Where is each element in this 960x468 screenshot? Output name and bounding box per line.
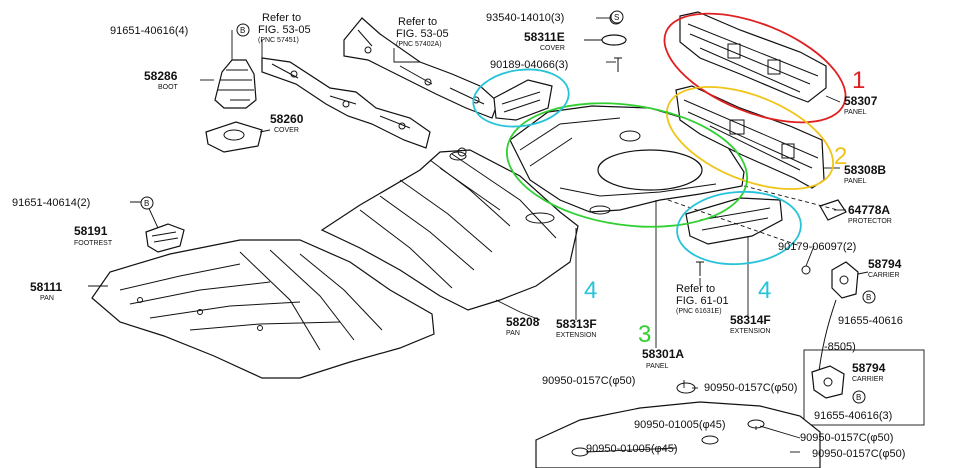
- annotation-circle-2: [666, 86, 834, 190]
- label-ref2-b: FIG. 53-05: [396, 28, 449, 40]
- part-labels: 91651-40616(4) 58286 BOOT 58260 COVER Re…: [12, 12, 905, 460]
- annotation-number-4b: 4: [758, 277, 771, 304]
- label-93540-14010: 93540-14010(3): [486, 12, 564, 24]
- badge-b-1: B: [240, 26, 245, 35]
- annotation-number-3: 3: [638, 321, 651, 348]
- label-90950-0157c-a: 90950-0157C(φ50): [542, 375, 635, 387]
- label-58301a-sub: PANEL: [646, 363, 669, 370]
- annotation-number-4a: 4: [584, 277, 597, 304]
- footrest-part: [145, 223, 185, 253]
- label-91651-40616: 91651-40616(4): [110, 25, 188, 37]
- label-91655-40616-a: 91655-40616: [838, 315, 903, 327]
- label-58313f-sub: EXTENSION: [556, 332, 596, 339]
- label-91655-40616-b: 91655-40616(3): [814, 410, 892, 422]
- label-58794-b: 58794: [852, 361, 886, 375]
- label-64778a: 64778A: [848, 203, 890, 217]
- label-58307: 58307: [844, 94, 878, 108]
- label-ref1-c: (PNC 57451): [258, 37, 299, 44]
- side-rail-left: [261, 57, 431, 149]
- label-ref2-c: (PNC 57402A): [396, 41, 442, 48]
- rear-floor-panel: [509, 105, 745, 224]
- badge-s-1: S: [614, 13, 619, 22]
- label-90950-0157c-b: 90950-0157C(φ50): [704, 382, 797, 394]
- rear-panel-58307: [679, 11, 827, 103]
- extension-left-part: [493, 79, 553, 121]
- label-58314f: 58314F: [730, 313, 771, 327]
- label-58308b: 58308B: [844, 163, 886, 177]
- center-floor-pan: [320, 149, 579, 311]
- label-58286-sub: BOOT: [158, 84, 179, 91]
- annotation-numbers: 1 2 3 4 4: [584, 67, 865, 348]
- label-58794-a-sub: CARRIER: [868, 272, 900, 279]
- label-range-tag: -8505): [824, 341, 856, 353]
- label-ref1-a: Refer to: [262, 12, 301, 24]
- annotation-circle-4b: [676, 190, 802, 266]
- label-58286: 58286: [144, 69, 178, 83]
- annotation-number-2: 2: [834, 143, 847, 170]
- annotation-circle-3: [505, 102, 749, 228]
- annotation-shapes: [472, 12, 847, 266]
- label-58208-sub: PAN: [506, 330, 520, 337]
- carrier-inset-part: [803, 349, 925, 426]
- cover-part-58260: [205, 121, 263, 153]
- badge-b-4: B: [856, 393, 861, 402]
- label-58794-a: 58794: [868, 257, 902, 271]
- annotation-circle-4a: [472, 68, 570, 128]
- extension-right-part: [685, 197, 783, 245]
- label-58313f: 58313F: [556, 317, 597, 331]
- badges: B B S B B: [140, 10, 876, 404]
- label-58260-sub: COVER: [274, 127, 299, 134]
- label-90950-0157c-c: 90950-0157C(φ50): [800, 432, 893, 444]
- label-ref3-c: (PNC 61631E): [676, 308, 722, 315]
- label-58111-sub: PAN: [40, 295, 54, 302]
- label-58307-sub: PANEL: [844, 109, 867, 116]
- annotation-number-1: 1: [852, 67, 865, 94]
- label-ref2-a: Refer to: [398, 16, 437, 28]
- label-58308b-sub: PANEL: [844, 178, 867, 185]
- label-90189-04066: 90189-04066(3): [490, 59, 568, 71]
- front-floor-pan: [91, 239, 435, 379]
- badge-b-3: B: [866, 293, 871, 302]
- label-ref1-b: FIG. 53-05: [258, 24, 311, 36]
- label-91651-40614: 91651-40614(2): [12, 197, 90, 209]
- label-58311e: 58311E: [524, 30, 565, 44]
- label-58311e-sub: COVER: [540, 45, 565, 52]
- label-58191-sub: FOOTREST: [74, 240, 113, 247]
- label-ref3-b: FIG. 61-01: [676, 295, 729, 307]
- label-58314f-sub: EXTENSION: [730, 328, 770, 335]
- label-90950-01005-b: 90950-01005(φ45): [586, 443, 678, 455]
- label-58208: 58208: [506, 315, 540, 329]
- label-58301a: 58301A: [642, 347, 684, 361]
- label-58260: 58260: [270, 112, 304, 126]
- boot-part: [214, 59, 257, 109]
- label-58111: 58111: [30, 280, 62, 294]
- badge-b-2: B: [144, 199, 149, 208]
- label-58191: 58191: [74, 224, 108, 238]
- label-ref3-a: Refer to: [676, 283, 715, 295]
- label-58794-b-sub: CARRIER: [852, 376, 884, 383]
- label-90179-06097: 90179-06097(2): [778, 241, 856, 253]
- protector-part: [819, 199, 847, 221]
- label-90950-01005-a: 90950-01005(φ45): [634, 419, 726, 431]
- label-90950-0157c-d: 90950-0157C(φ50): [812, 448, 905, 460]
- label-64778a-sub: PROTECTOR: [848, 218, 892, 225]
- annotation-circle-1: [663, 12, 847, 124]
